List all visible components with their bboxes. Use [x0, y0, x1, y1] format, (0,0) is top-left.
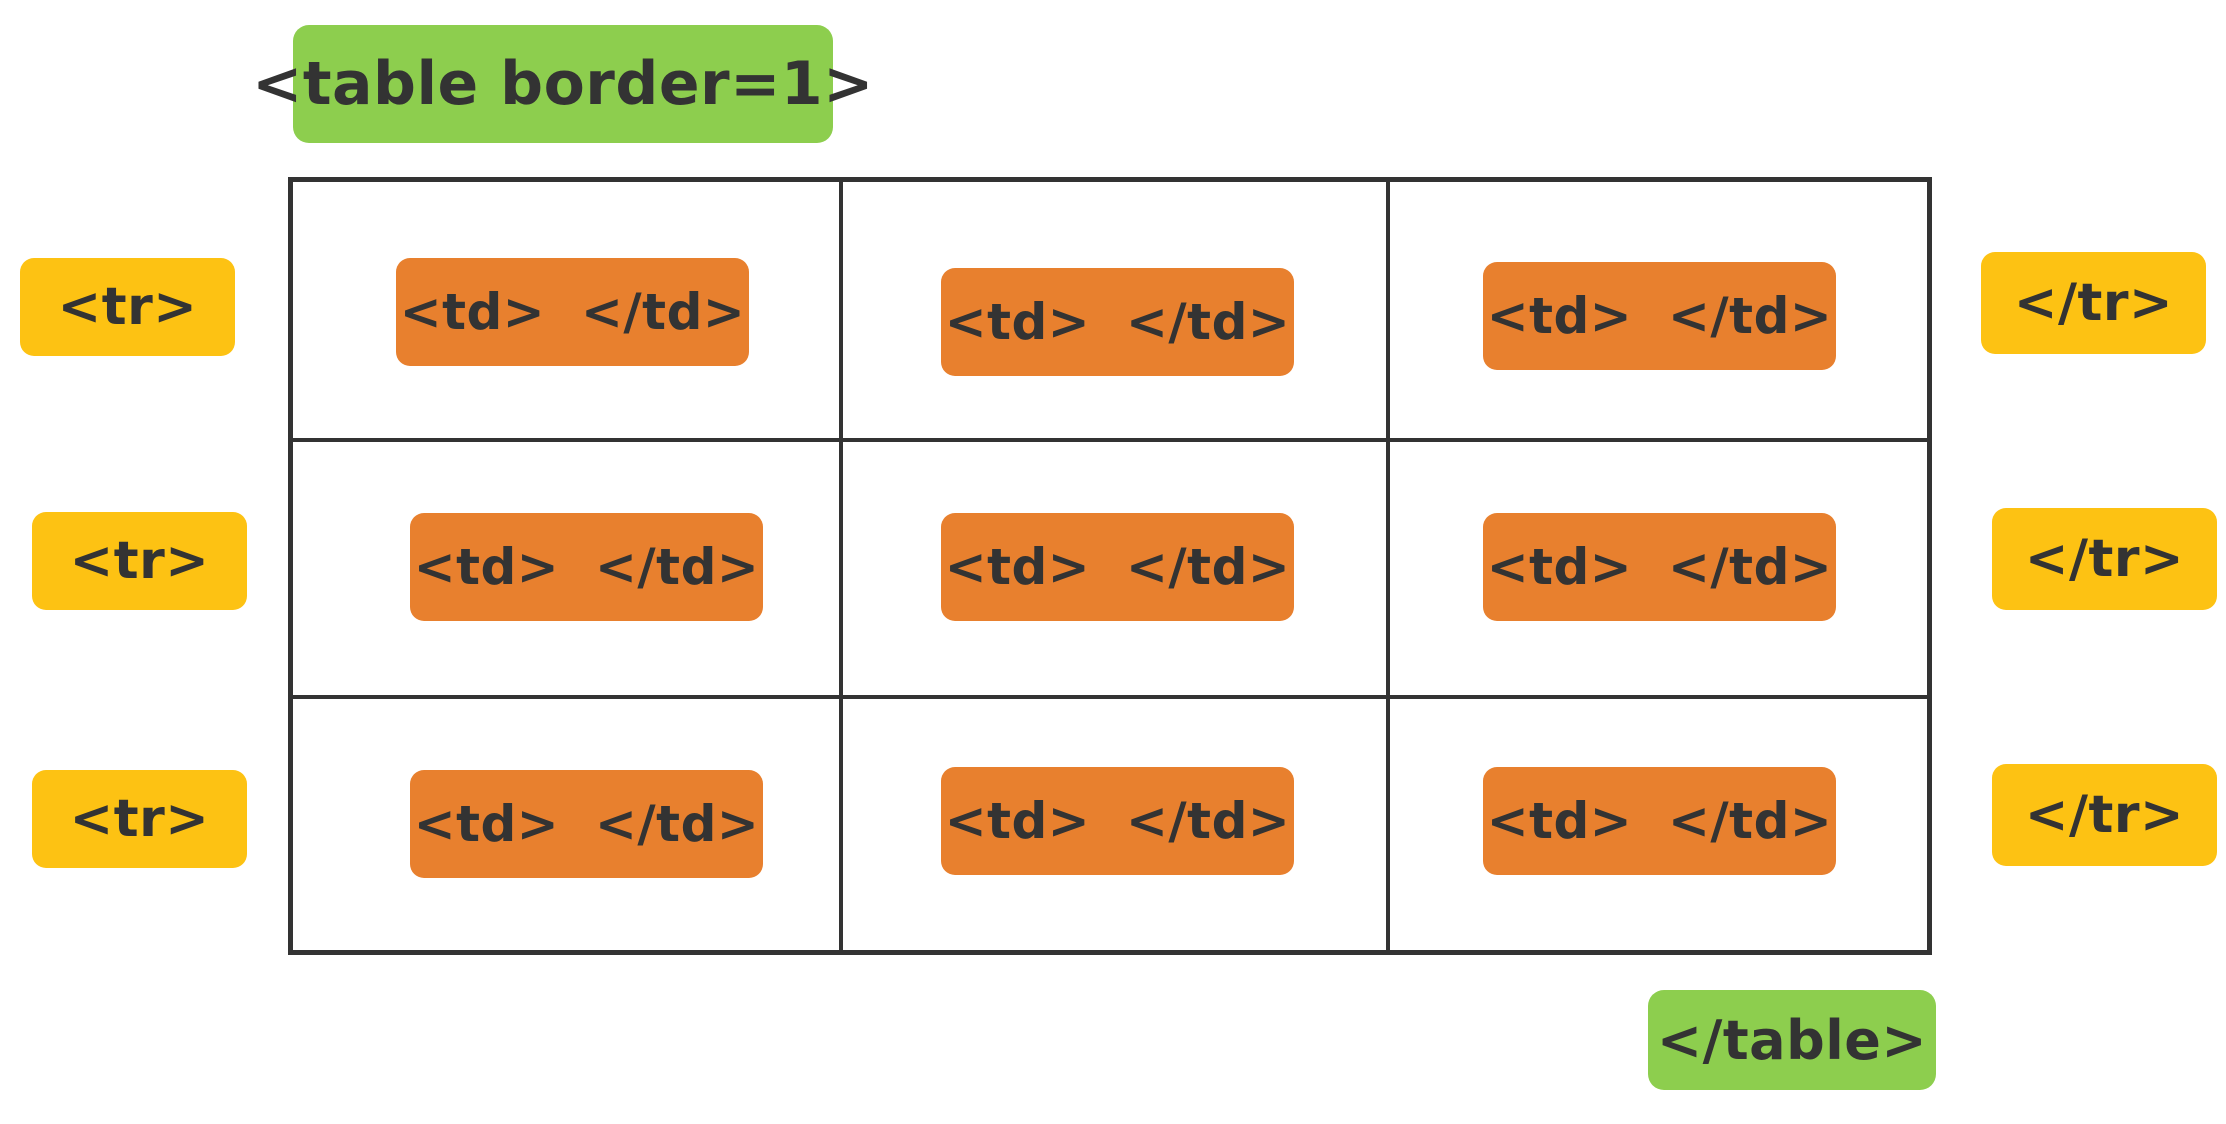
row-3-open-tag[interactable]: <tr>: [32, 770, 247, 868]
row-1-open-tag[interactable]: <tr>: [20, 258, 235, 356]
table-grid: [288, 177, 1932, 955]
row-3-cell-2[interactable]: <td> </td>: [941, 767, 1294, 875]
row-1-close-tag[interactable]: </tr>: [1981, 252, 2206, 354]
row-2-open-tag[interactable]: <tr>: [32, 512, 247, 610]
row-3-cell-1[interactable]: <td> </td>: [410, 770, 763, 878]
row-2-close-tag[interactable]: </tr>: [1992, 508, 2217, 610]
table-open-tag-label: <table border=1>: [252, 25, 873, 143]
row-1-cell-1[interactable]: <td> </td>: [396, 258, 749, 366]
row-2-cell-3[interactable]: <td> </td>: [1483, 513, 1836, 621]
row-2-cell-2[interactable]: <td> </td>: [941, 513, 1294, 621]
column-divider-1: [839, 182, 843, 950]
row-1-cell-3[interactable]: <td> </td>: [1483, 262, 1836, 370]
column-divider-2: [1386, 182, 1390, 950]
row-1-cell-2[interactable]: <td> </td>: [941, 268, 1294, 376]
row-2-cell-1[interactable]: <td> </td>: [410, 513, 763, 621]
row-3-cell-3[interactable]: <td> </td>: [1483, 767, 1836, 875]
table-close-tag-label: </table>: [1648, 990, 1936, 1090]
row-divider-1: [293, 438, 1927, 442]
row-3-close-tag[interactable]: </tr>: [1992, 764, 2217, 866]
row-divider-2: [293, 695, 1927, 699]
